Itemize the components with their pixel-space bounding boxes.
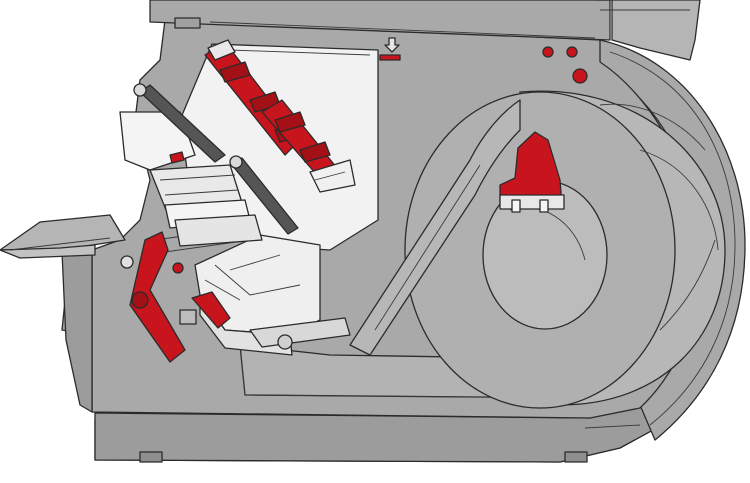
small-red-marker	[169, 151, 185, 164]
indicator-dots	[542, 46, 588, 84]
top-lid	[149, 0, 701, 61]
paper-exit-tray	[0, 214, 126, 259]
release-lever	[120, 231, 186, 363]
printhead-assembly	[154, 227, 351, 356]
down-arrow-icon	[379, 37, 401, 61]
ribbon-shafts	[133, 83, 299, 235]
roll-holder	[499, 131, 565, 213]
paper-web	[349, 99, 521, 356]
ribbon-takeup-spindle	[261, 99, 356, 193]
head-latch	[172, 262, 231, 329]
